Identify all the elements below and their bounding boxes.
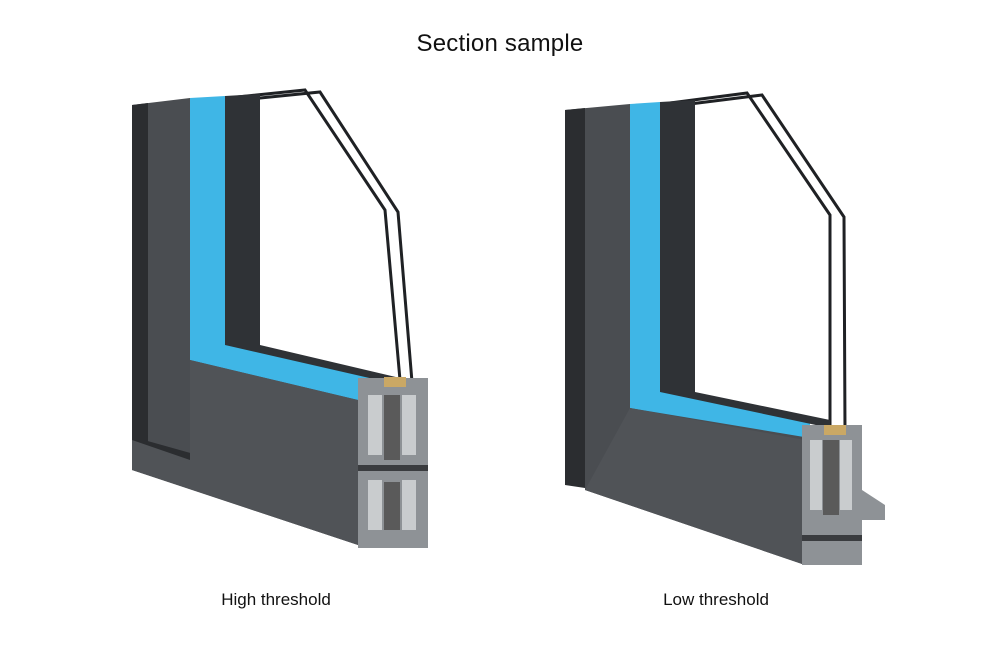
page-title: Section sample — [416, 30, 584, 57]
inner-sash — [660, 100, 830, 428]
outer-glass-pane — [669, 91, 832, 430]
caption-high-threshold: High threshold — [221, 590, 331, 609]
thermal-break-strip — [190, 96, 400, 400]
profile-cross-section — [802, 425, 885, 565]
inner-glass-pane — [681, 93, 847, 433]
caption-low-threshold: Low threshold — [663, 590, 769, 609]
high-threshold-section-image — [100, 0, 460, 580]
frame-edge-strip — [132, 103, 148, 470]
thermal-break-strip — [630, 102, 810, 438]
outer-glass-pane — [227, 88, 402, 381]
frame-lower-face — [132, 360, 358, 545]
inner-glass-pane — [239, 90, 414, 383]
profile-cross-section — [358, 377, 428, 548]
low-threshold-frame-illustration — [565, 91, 885, 565]
high-threshold-frame-illustration — [132, 88, 428, 548]
low-threshold-section-image — [540, 0, 910, 580]
frame-lower-face — [585, 408, 805, 565]
frame-edge-strip — [565, 108, 585, 488]
inner-sash — [225, 94, 400, 385]
